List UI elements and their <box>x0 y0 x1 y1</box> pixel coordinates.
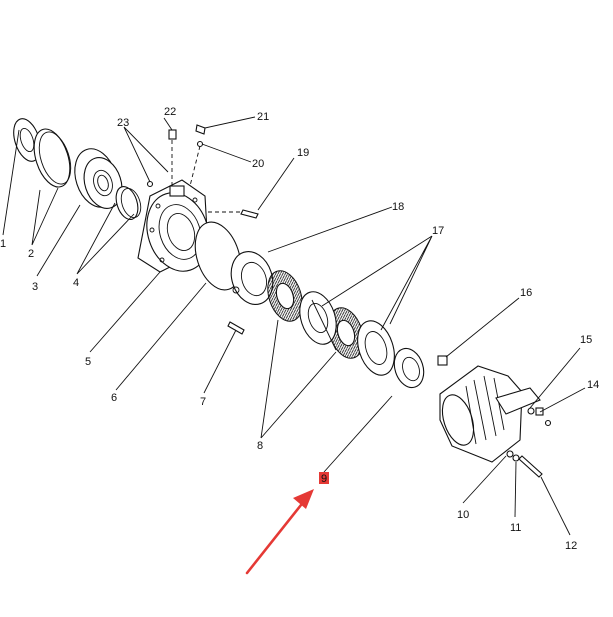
spindle-housing <box>439 365 541 463</box>
callout-14: 14 <box>587 379 599 391</box>
part-8-friction-discs <box>267 270 364 359</box>
callout-7: 7 <box>200 396 206 408</box>
part-2-rings <box>33 128 72 188</box>
highlight-box-9 <box>319 472 329 484</box>
callout-6: 6 <box>111 392 117 404</box>
callout-23: 23 <box>117 117 129 129</box>
callout-20: 20 <box>252 158 264 170</box>
callout-19: 19 <box>297 147 309 159</box>
leader-lines <box>2 116 586 536</box>
callout-11: 11 <box>510 522 521 534</box>
part-16-plug <box>437 355 448 366</box>
parts-10-11-12-fasteners <box>506 450 543 478</box>
part-6-gasket <box>194 221 242 291</box>
part-9-thrust-ring <box>393 347 425 389</box>
callout-3: 3 <box>32 281 38 293</box>
callout-15: 15 <box>580 334 592 346</box>
part-7-bolt <box>227 321 245 335</box>
callout-12: 12 <box>565 540 577 552</box>
part-17-steel-plates <box>299 291 395 376</box>
callout-labels: 1 2 3 4 5 6 7 8 9 10 11 12 14 15 16 17 1… <box>0 106 599 552</box>
callout-22: 22 <box>164 106 176 118</box>
callout-5: 5 <box>85 356 91 368</box>
callout-21: 21 <box>257 111 269 123</box>
callout-9: 9 <box>321 473 327 485</box>
callout-4: 4 <box>73 277 79 289</box>
callout-16: 16 <box>520 287 532 299</box>
callout-2: 2 <box>28 248 34 260</box>
part-5-housing <box>137 179 210 273</box>
parts-19-23-hardware <box>146 124 259 219</box>
callout-10: 10 <box>457 509 469 521</box>
parts-14-15-fittings <box>527 407 552 427</box>
callout-18: 18 <box>392 201 404 213</box>
part-18-pressure-plate <box>230 251 274 305</box>
callout-17: 17 <box>432 225 444 237</box>
part-3-hub <box>74 148 123 209</box>
part-4-o-rings <box>115 185 142 221</box>
callout-8: 8 <box>257 440 263 452</box>
highlight-arrow <box>245 489 314 575</box>
callout-1: 1 <box>0 238 6 250</box>
